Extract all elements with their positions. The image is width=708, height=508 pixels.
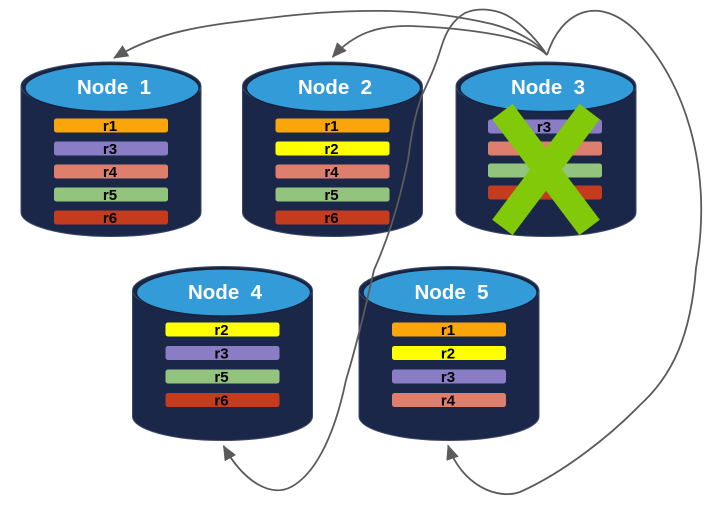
svg-text:Node 3: Node 3 [511, 76, 585, 99]
svg-text:Node 2: Node 2 [298, 76, 372, 99]
svg-text:r4: r4 [441, 393, 456, 410]
svg-text:r2: r2 [214, 322, 228, 339]
svg-text:r1: r1 [103, 118, 117, 135]
svg-text:r6: r6 [103, 210, 117, 227]
svg-text:r5: r5 [103, 187, 117, 204]
svg-text:r6: r6 [214, 393, 228, 410]
svg-text:r1: r1 [324, 118, 338, 135]
svg-text:Node 5: Node 5 [414, 281, 488, 304]
svg-text:r3: r3 [103, 141, 117, 158]
svg-text:r4: r4 [324, 164, 339, 181]
svg-text:r5: r5 [214, 369, 228, 386]
svg-text:r1: r1 [441, 322, 455, 339]
svg-text:r6: r6 [324, 210, 338, 227]
svg-text:Node 4: Node 4 [188, 281, 263, 304]
svg-text:r2: r2 [441, 346, 455, 363]
svg-text:Node 1: Node 1 [77, 76, 151, 99]
svg-text:r5: r5 [324, 187, 338, 204]
svg-text:r4: r4 [103, 164, 118, 181]
svg-text:r3: r3 [537, 119, 551, 136]
svg-text:r2: r2 [324, 141, 338, 158]
svg-text:r3: r3 [441, 369, 455, 386]
svg-text:r3: r3 [214, 346, 228, 363]
